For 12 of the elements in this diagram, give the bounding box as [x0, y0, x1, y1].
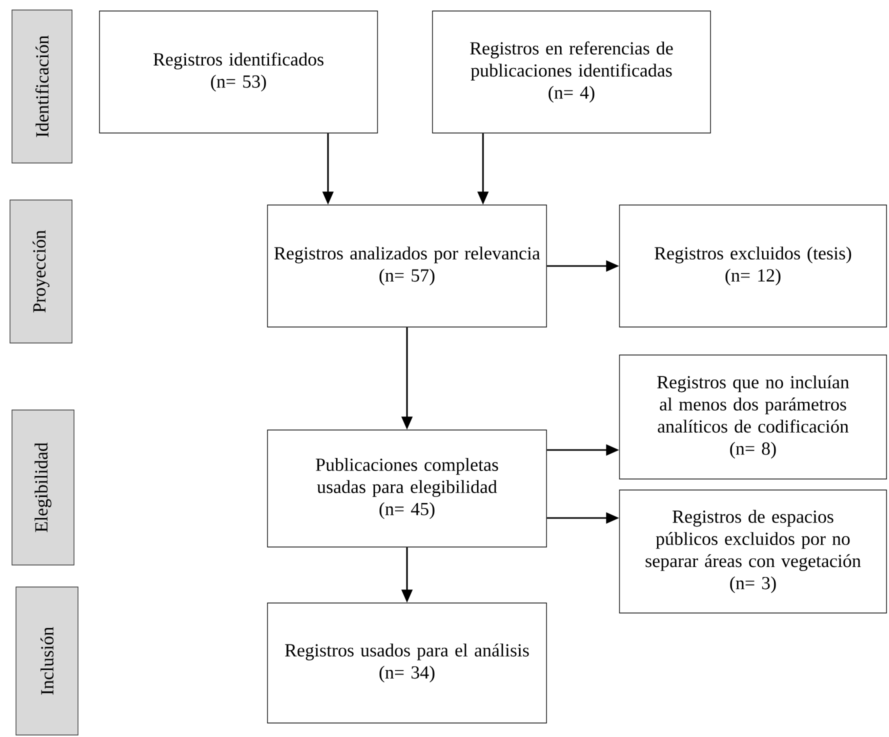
process-box: Registros de espacios públicos excluidos por no separar áreas con vegetación (n= 3) [619, 490, 887, 614]
process-box: Registros que no incluían al menos dos parámetros analíticos de codificación (n= 8) [619, 354, 887, 480]
process-box: Registros excluidos (tesis) (n= 12) [619, 204, 887, 328]
process-box: Registros en referencias de publicaciones identificadas (n= 4) [432, 10, 711, 134]
phase-label: Inclusión [16, 586, 78, 736]
process-box: Registros usados para el análisis (n= 34) [267, 602, 547, 724]
process-box: Publicaciones completas usadas para elegibilidad (n= 45) [267, 430, 547, 548]
phase-label: Identificación [12, 10, 72, 164]
phase-label: Elegibilidad [12, 410, 74, 566]
process-box: Registros identificados (n= 53) [99, 10, 378, 134]
phase-label: Proyección [10, 200, 72, 344]
process-box: Registros analizados por relevancia (n= 57) [267, 204, 547, 328]
